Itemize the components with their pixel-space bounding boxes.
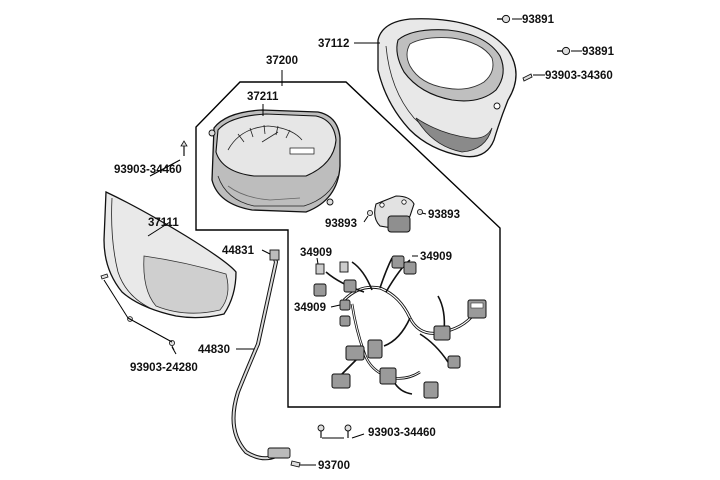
connector-icon[interactable] [433,325,451,341]
screw-icon[interactable] [497,14,511,24]
screw-icon[interactable] [366,209,373,216]
label-34909-c: 34909 [294,302,326,314]
bulb-socket-icon[interactable] [391,255,417,275]
label-93903-24280: 93903-24280 [130,362,198,374]
cable-icon[interactable] [231,249,291,461]
cable-top-fitting [269,249,280,261]
label-93700: 93700 [318,460,350,472]
rear-cover-opening [406,37,494,90]
speedometer-face [215,113,337,177]
speedometer-mount [326,198,334,206]
speedometer-mount [208,129,216,137]
rear-cover-boss [493,102,501,110]
label-44830: 44830 [198,344,230,356]
harness-main [342,285,478,335]
connector-icon[interactable] [467,299,487,319]
connector-icon[interactable] [447,355,461,369]
screw-icon[interactable] [416,208,423,215]
label-34909-b: 34909 [420,251,452,263]
label-37211: 37211 [247,91,279,103]
screw-icon[interactable] [522,73,533,82]
label-93903-34360: 93903-34360 [545,70,613,82]
assembly-group-outline [195,81,501,408]
connector-icon[interactable] [345,345,365,361]
lens-cover-shade [143,255,229,314]
screw-icon[interactable] [100,273,109,280]
speedometer-base-rim [217,175,339,207]
indicator-hole [401,199,407,205]
bulb-socket-icon[interactable] [339,261,357,293]
cable-bottom-fitting [267,447,291,459]
rear-cover-icon[interactable] [377,18,517,158]
screw-icon[interactable] [317,424,325,438]
harness-leads [325,257,411,293]
indicator-socket [387,215,411,233]
leader-lines [103,18,582,466]
cable-sheath [231,255,279,461]
label-37111: 37111 [148,217,179,229]
speedometer-dial-arc [227,125,303,151]
label-44831: 44831 [222,245,255,257]
screw-icon[interactable] [180,140,188,156]
cable-sheath-inner [232,255,278,460]
speedometer-icon[interactable] [208,109,341,213]
speedometer-shadow [227,185,301,201]
screw-icon[interactable] [290,460,301,468]
label-93891-a: 93891 [522,14,555,26]
label-37112: 37112 [318,38,349,50]
wiring-harness-icon[interactable] [325,257,478,395]
screw-icon[interactable] [344,424,352,438]
harness-branch-inner [351,303,421,379]
label-93903-34460-left: 93903-34460 [114,164,182,176]
label-93891-b: 93891 [582,46,615,58]
connector-icon[interactable] [331,373,351,389]
label-34909-a: 34909 [300,247,332,259]
lens-cover-edge [111,197,151,309]
label-93903-34460-bottom: 93903-34460 [368,427,436,439]
label-37200: 37200 [266,55,298,67]
bulb-socket-icon[interactable] [339,299,351,327]
indicator-housing-icon[interactable] [374,195,415,233]
label-93893-b: 93893 [428,209,460,221]
screw-icon[interactable] [557,46,571,56]
label-93893-a: 93893 [325,218,357,230]
rear-cover-lower-shadow [415,117,493,153]
connector-icon[interactable] [379,367,397,385]
speedometer-odometer [289,147,315,155]
bulb-socket-icon[interactable] [313,263,327,297]
indicator-hole [379,202,385,208]
connector-icon[interactable] [423,381,439,399]
speedometer-needle [261,131,279,143]
connector-icon[interactable] [367,339,383,359]
speedometer-ticks [237,124,291,143]
lens-cover-icon[interactable] [103,190,237,319]
